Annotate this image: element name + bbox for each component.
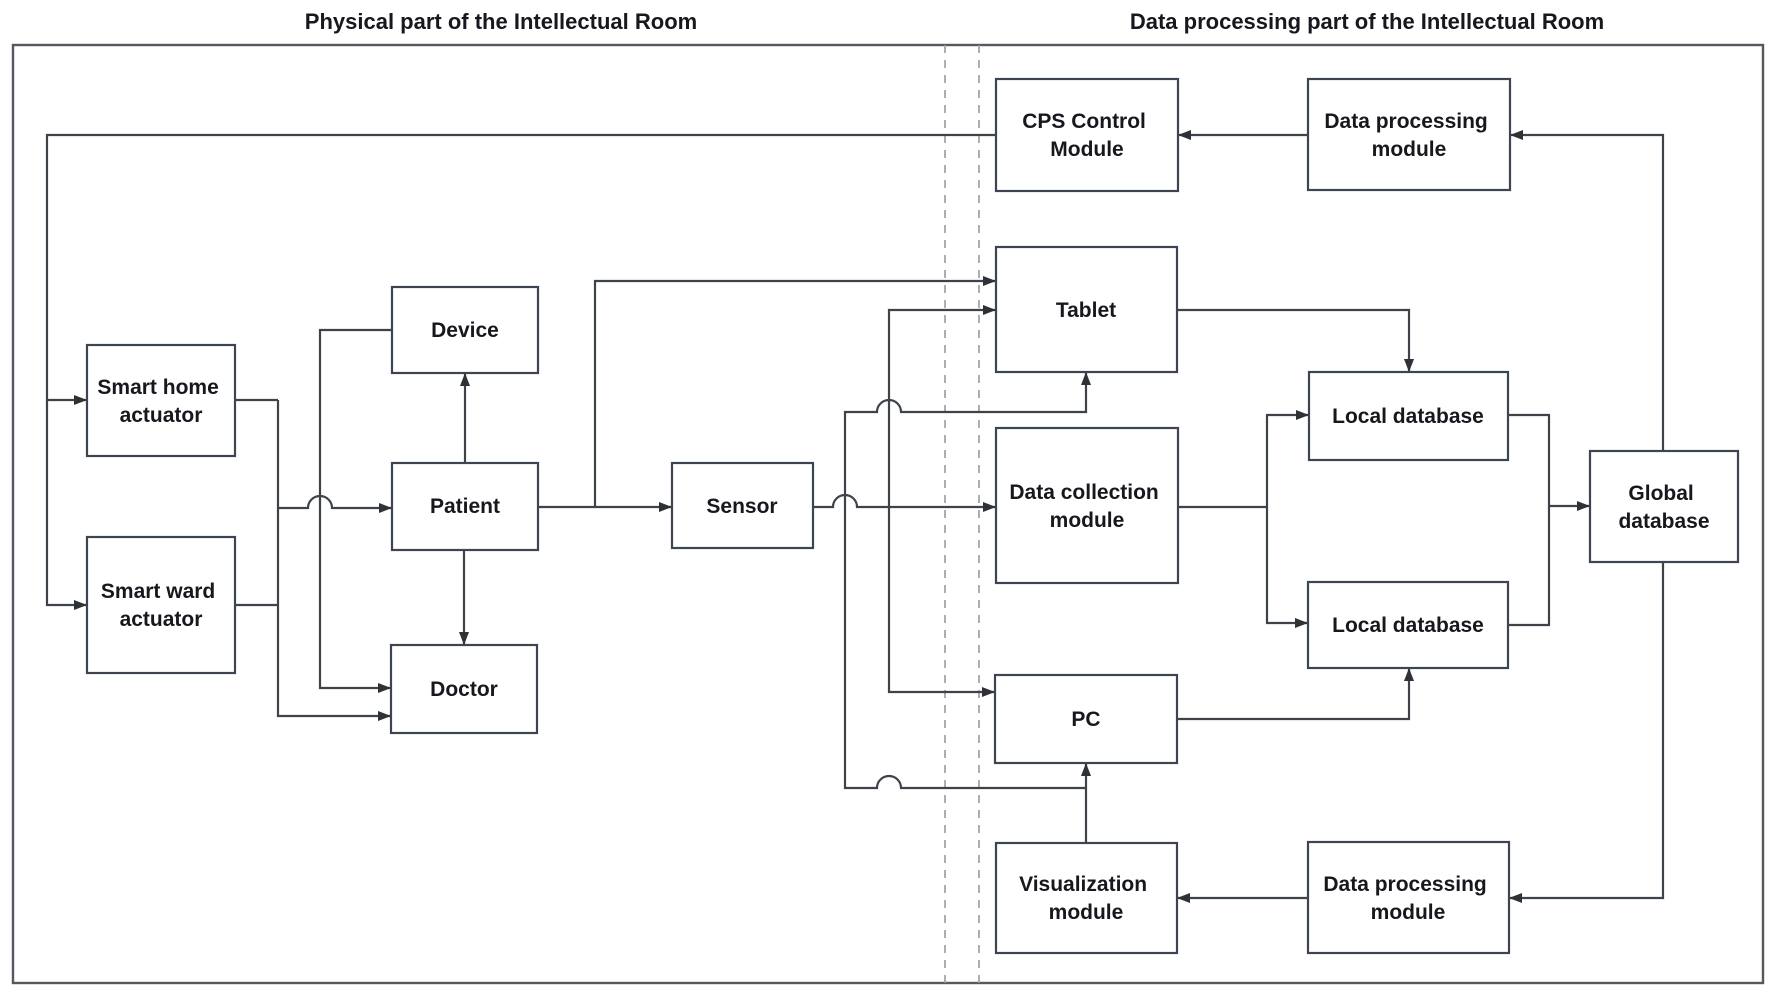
smart-ward-actuator-box (85, 535, 237, 675)
edge-device-to-doctor (318, 328, 392, 693)
edge-actuators-to-doctor (276, 400, 391, 721)
node-tablet: Tablet (994, 245, 1179, 374)
edge-data-collection-to-local-database-bottom (1265, 507, 1308, 628)
doctor-label: Doctor (430, 678, 498, 701)
device-label: Device (431, 319, 499, 342)
tablet-box (994, 245, 1179, 374)
edge-sensor-to-data-collection-module (813, 493, 996, 512)
patient-label: Patient (430, 495, 500, 518)
pc-box (993, 673, 1179, 765)
node-sensor: Sensor (670, 461, 815, 550)
visualization-module-box (994, 841, 1179, 955)
node-cps-control-module: CPS Control Module (994, 77, 1180, 193)
edge-local-databases-merge (1508, 413, 1551, 627)
edge-patient-to-tablet (593, 276, 996, 507)
node-smart-ward-actuator: Smart ward actuator (85, 535, 237, 675)
data-processing-module-top-label: Data processing module (1324, 110, 1493, 161)
data-processing-module-bottom-box (1306, 840, 1511, 955)
edge-cps-to-smart-ward-actuator (45, 400, 87, 610)
edge-data-collection-to-local-database-top (1265, 410, 1309, 507)
edge-sensor-to-tablet (887, 305, 996, 507)
physical-part-title: Physical part of the Intellectual Room (305, 9, 697, 34)
edge-sensor-to-pc (887, 507, 995, 697)
data-collection-module-box (994, 426, 1180, 585)
edge-global-database-to-data-processing-bottom (1509, 562, 1665, 903)
node-smart-home-actuator: Smart home actuator (85, 343, 237, 458)
data-processing-module-top-box (1306, 77, 1512, 192)
node-data-processing-module-bottom: Data processing module (1306, 840, 1511, 955)
tablet-label: Tablet (1056, 299, 1116, 322)
local-database-top-label: Local database (1332, 405, 1484, 428)
edge-cps-to-smart-home-actuator (45, 133, 996, 405)
node-local-database-bottom: Local database (1306, 580, 1510, 670)
node-local-database-top: Local database (1307, 370, 1510, 462)
doctor-box (389, 643, 539, 735)
cps-control-module-box (994, 77, 1180, 193)
local-database-bottom-box (1306, 580, 1510, 670)
sensor-box (670, 461, 815, 550)
global-database-label: Global database (1618, 482, 1709, 533)
node-doctor: Doctor (389, 643, 539, 735)
data-processing-module-bottom-label: Data processing module (1323, 873, 1492, 924)
edge-global-database-to-data-processing-top (1510, 130, 1665, 451)
node-data-processing-module-top: Data processing module (1306, 77, 1512, 192)
device-box (390, 285, 540, 375)
global-database-box (1588, 449, 1740, 564)
node-pc: PC (993, 673, 1179, 765)
edge-pc-to-local-database-bottom (1177, 668, 1414, 721)
smart-home-actuator-box (85, 343, 237, 458)
edge-tablet-to-local-database-top (1177, 308, 1414, 372)
visualization-module-label: Visualization module (1019, 873, 1153, 924)
node-visualization-module: Visualization module (994, 841, 1179, 955)
edge-visualization-to-tablet (843, 372, 1091, 790)
edge-actuators-to-patient (278, 494, 392, 513)
data-processing-part-title: Data processing part of the Intellectual… (1130, 9, 1604, 34)
pc-label: PC (1071, 708, 1100, 731)
local-database-bottom-label: Local database (1332, 614, 1484, 637)
local-database-top-box (1307, 370, 1510, 462)
cps-control-module-label: CPS Control Module (1022, 110, 1152, 161)
smart-home-actuator-label: Smart home actuator (97, 376, 224, 427)
diagram-border (11, 43, 1765, 985)
node-data-collection-module: Data collection module (994, 426, 1180, 585)
node-device: Device (390, 285, 540, 375)
node-global-database: Global database (1588, 449, 1740, 564)
sensor-label: Sensor (706, 495, 777, 518)
smart-ward-actuator-label: Smart ward actuator (101, 580, 221, 631)
node-patient: Patient (390, 461, 540, 552)
data-collection-module-label: Data collection module (1009, 481, 1164, 532)
patient-box (390, 461, 540, 552)
